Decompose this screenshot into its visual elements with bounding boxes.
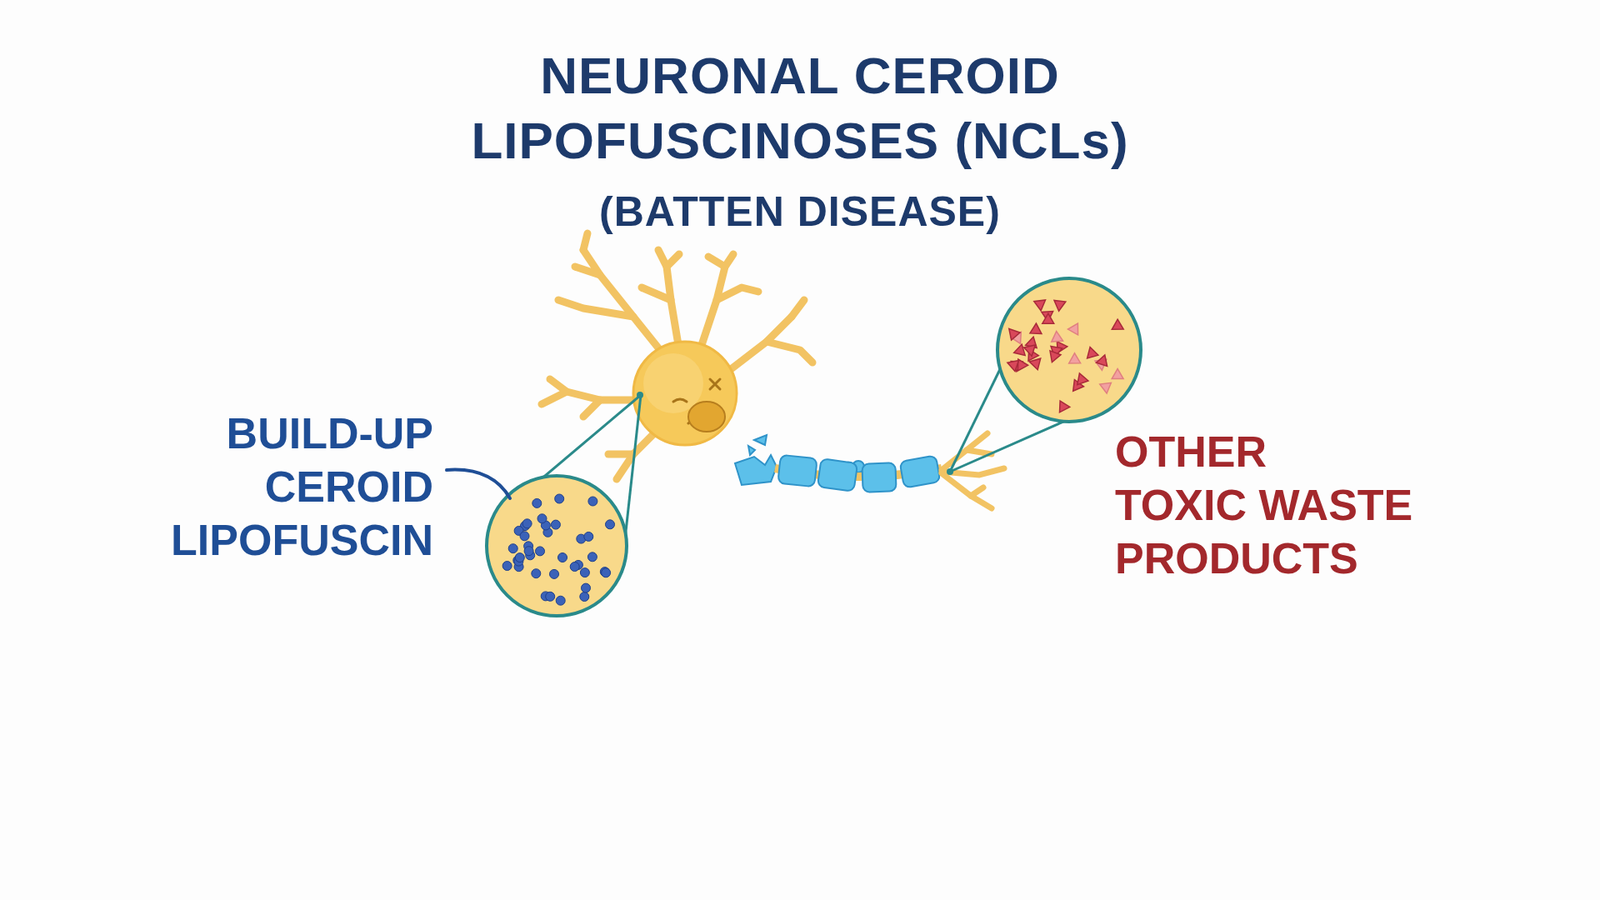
label-leader — [446, 470, 510, 499]
callout-label: OTHER TOXIC WASTE PRODUCTS — [1115, 425, 1582, 585]
subtitle: (BATTEN DISEASE) — [383, 185, 1217, 239]
zoom-point — [946, 468, 954, 475]
callout-label: BUILD-UP CEROID LIPOFUSCIN — [100, 406, 434, 567]
dendrites — [541, 233, 813, 480]
axon-terminal — [941, 433, 1005, 509]
zoom-point — [636, 391, 644, 399]
waste-zoom — [997, 278, 1141, 422]
lipofuscin-dots — [502, 494, 615, 605]
diagram-title: NEURONAL CEROID LIPOFUSCINOSES (NCLs) — [300, 43, 1300, 174]
soma-highlight — [643, 353, 704, 414]
myelin-sheath — [777, 455, 940, 493]
waste-triangles — [1007, 300, 1124, 413]
nucleus — [688, 401, 725, 432]
soma — [633, 341, 737, 445]
